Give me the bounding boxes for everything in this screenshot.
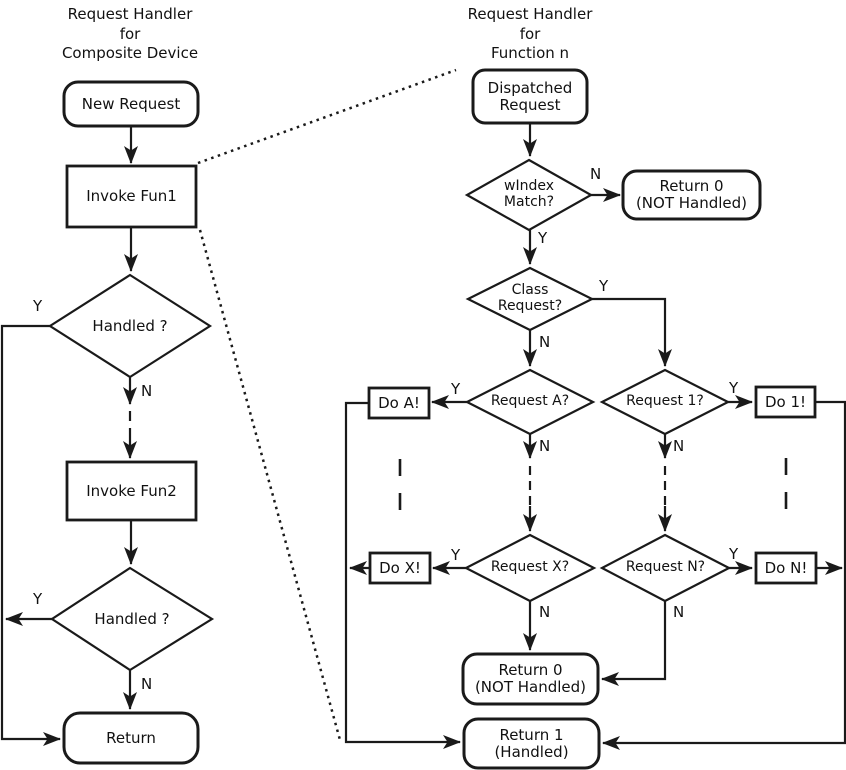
do-n-shape: [754, 551, 818, 585]
return-shape: [62, 711, 200, 765]
request-x-diamond: [463, 533, 597, 603]
dotted-zoom-line-top: [197, 68, 457, 165]
request-a-diamond: [464, 368, 596, 436]
invoke-fun1-shape: [65, 164, 198, 229]
edge-class-yes: [592, 297, 672, 367]
dispatched-request-shape: [471, 68, 589, 125]
do-a-shape: [367, 386, 431, 420]
do-1-shape: [754, 385, 817, 419]
handled2-diamond: [49, 566, 215, 672]
dotted-zoom-line-bottom: [198, 229, 342, 741]
edge-handled1-yes-loop: [0, 324, 61, 746]
new-request-shape: [62, 80, 200, 128]
request-n-diamond: [599, 533, 732, 603]
return0-bottom-shape: [461, 652, 600, 706]
handled1-diamond: [47, 273, 213, 379]
request-1-diamond: [599, 368, 731, 436]
windex-match-diamond: [464, 158, 594, 232]
invoke-fun2-shape: [65, 460, 198, 522]
edge-requestn-no: [601, 601, 667, 686]
edge-do1-return1: [602, 400, 846, 750]
do-x-shape: [368, 551, 432, 585]
class-request-diamond: [465, 266, 595, 332]
return0-top-shape: [621, 169, 762, 221]
edge-doa-return1: [344, 401, 461, 749]
return1-shape: [462, 717, 601, 770]
